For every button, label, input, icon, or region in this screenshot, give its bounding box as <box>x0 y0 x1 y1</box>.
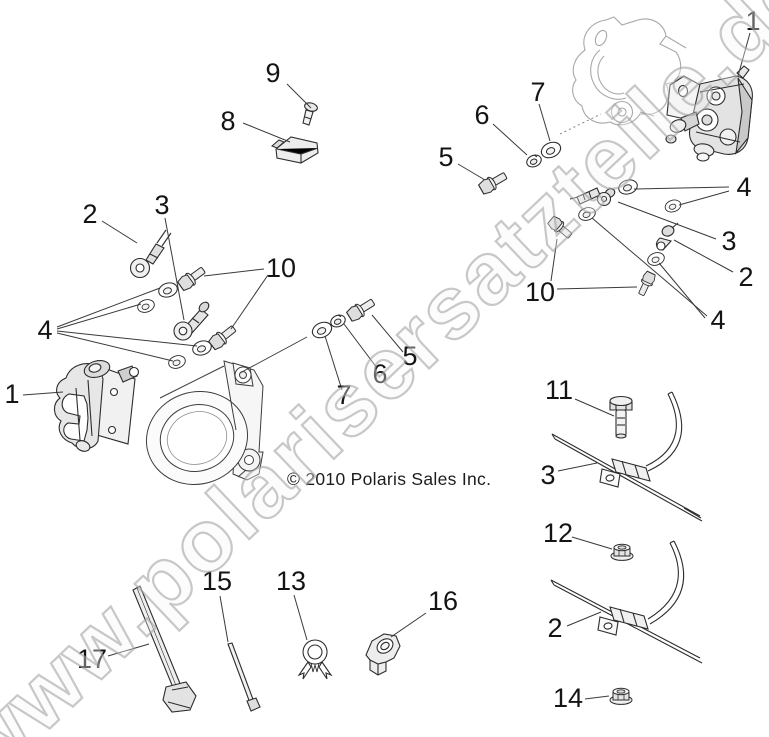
leader-line-4 <box>633 186 730 190</box>
banjo-fitting-2-left <box>129 229 172 279</box>
callout-label-9-0: 9 <box>265 58 280 88</box>
fitting-2-right <box>655 222 679 251</box>
leader-line-2 <box>566 611 602 627</box>
callout-label-2-8: 2 <box>738 262 753 292</box>
callout-label-16-26: 16 <box>428 586 458 616</box>
callout-label-15-24: 15 <box>202 566 232 596</box>
callout-label-5-6: 5 <box>438 142 453 172</box>
callout-label-3-12: 3 <box>154 190 169 220</box>
brake-caliper-right <box>665 65 753 162</box>
leader-line-10 <box>230 274 269 330</box>
callout-label-10-13: 10 <box>266 253 296 283</box>
callout-label-10-9: 10 <box>525 277 555 307</box>
leader-line-3 <box>164 217 185 321</box>
callout-label-7-4: 7 <box>530 77 545 107</box>
callout-label-2-22: 2 <box>547 613 562 643</box>
brake-caliper-left <box>53 360 140 452</box>
callout-label-4-10: 4 <box>710 305 725 335</box>
leader-line-4 <box>678 190 730 206</box>
leader-line-4 <box>591 217 708 317</box>
leader-line-6 <box>492 123 528 156</box>
leader-line-2 <box>673 239 734 273</box>
leader-line-15 <box>219 595 229 643</box>
callout-label-13-25: 13 <box>276 566 306 596</box>
clip-8 <box>270 136 319 164</box>
leader-line-4 <box>56 332 174 362</box>
leader-line-4 <box>56 287 161 328</box>
leader-line-11 <box>574 398 615 417</box>
leader-line-12 <box>571 536 613 550</box>
callout-label-14-27: 14 <box>553 683 583 713</box>
hose-guide-16 <box>365 633 401 676</box>
leader-line-10 <box>550 238 558 282</box>
leader-line-4 <box>56 303 142 330</box>
leader-line-3 <box>557 462 598 472</box>
leader-line-4 <box>56 330 198 347</box>
leader-line-5 <box>457 163 486 181</box>
leader-line-5 <box>371 314 404 353</box>
callout-label-1-15: 1 <box>4 379 19 409</box>
leader-line-3 <box>617 201 717 240</box>
callout-label-7-18: 7 <box>336 380 351 410</box>
bolt-11 <box>609 395 633 439</box>
brake-line-2 <box>550 507 703 664</box>
alignment-dotted-line <box>559 113 602 135</box>
callout-label-12-21: 12 <box>543 518 573 548</box>
brake-line-3 <box>551 391 703 522</box>
leader-line-7 <box>324 335 343 391</box>
leader-line-9 <box>286 83 312 109</box>
screw-9 <box>302 102 318 126</box>
leader-line-10 <box>556 286 638 290</box>
rod-15 <box>227 642 261 712</box>
leader-line-1 <box>22 391 64 396</box>
leader-line-6 <box>343 323 378 369</box>
leader-line-10 <box>203 268 265 277</box>
callout-label-2-11: 2 <box>82 199 97 229</box>
nut-12 <box>610 543 634 561</box>
callout-label-3-20: 3 <box>540 460 555 490</box>
callout-label-6-5: 6 <box>474 100 489 130</box>
callout-label-8-1: 8 <box>220 106 235 136</box>
leader-line-8 <box>242 122 291 143</box>
leader-line-4 <box>658 262 706 319</box>
callout-label-6-17: 6 <box>372 359 387 389</box>
callout-label-4-14: 4 <box>37 315 52 345</box>
cable-rod-17 <box>132 585 197 713</box>
leader-line-16 <box>390 612 427 638</box>
leader-line-2 <box>101 220 138 244</box>
pointer-line-carrier <box>239 336 308 374</box>
copyright-text: © 2010 Polaris Sales Inc. <box>287 469 492 489</box>
callout-label-11-19: 11 <box>545 375 573 405</box>
leader-line-1 <box>737 32 751 77</box>
leader-line-7 <box>538 103 551 142</box>
callout-label-5-16: 5 <box>402 341 417 371</box>
callout-label-3-7: 3 <box>721 226 736 256</box>
callout-label-1-2: 1 <box>745 6 760 36</box>
clip-13 <box>297 639 333 680</box>
nut-14 <box>609 687 633 705</box>
hose-end-3-right <box>569 187 616 207</box>
leader-line-17 <box>107 643 150 657</box>
bearing-carrier <box>145 360 264 486</box>
callout-label-4-3: 4 <box>736 172 751 202</box>
banjo-bolt-3-left <box>173 301 210 341</box>
leader-line-13 <box>293 594 308 641</box>
callout-label-17-23: 17 <box>77 644 107 674</box>
leader-line-14 <box>584 695 610 700</box>
